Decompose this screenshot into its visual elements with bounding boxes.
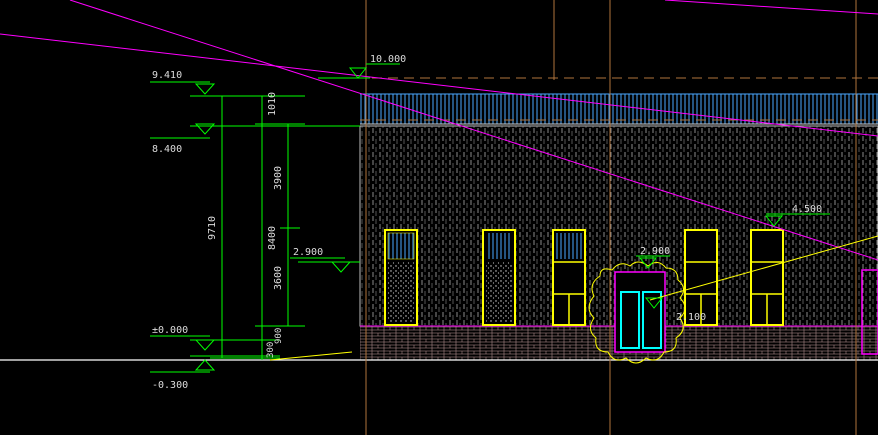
dimension-chain-mid: [255, 96, 305, 360]
window: [552, 229, 586, 326]
leader-line: [649, 235, 878, 301]
door: [614, 271, 666, 353]
revision-cloud: [588, 261, 686, 364]
dimension-label: 8400: [267, 226, 278, 250]
elevation-label: -0.300: [152, 380, 188, 391]
elevation-label: 4.500: [792, 204, 822, 215]
marker-ticks: [150, 63, 830, 373]
window: [750, 229, 784, 326]
elevation-label: 10.000: [370, 54, 406, 65]
dimension-label: 3900: [273, 166, 284, 190]
window: [482, 229, 516, 326]
section-line: [0, 33, 878, 137]
elevation-label: 8.400: [152, 144, 182, 155]
dimension-chain-detail: [280, 124, 300, 326]
elevation-marker-icon: [194, 67, 784, 371]
elevation-label: 2.900: [293, 247, 323, 258]
section-line: [69, 0, 878, 261]
window: [684, 229, 718, 326]
elevation-label: 9.410: [152, 70, 182, 81]
door-fragment: [861, 269, 878, 355]
dimension-label: 9710: [207, 216, 218, 240]
elevation-label: ±0.000: [152, 325, 188, 336]
dimension-label: 1010: [267, 92, 278, 116]
section-line: [664, 0, 878, 15]
elevation-label: 2.100: [676, 312, 706, 323]
dimension-label: 3600: [273, 266, 284, 290]
window: [384, 229, 418, 326]
dimension-label: 300: [266, 342, 276, 358]
dimension-label: 900: [274, 328, 284, 344]
leader-line: [269, 351, 353, 361]
elevation-label: 2.900: [640, 246, 670, 257]
roof-fascia: [360, 94, 878, 124]
